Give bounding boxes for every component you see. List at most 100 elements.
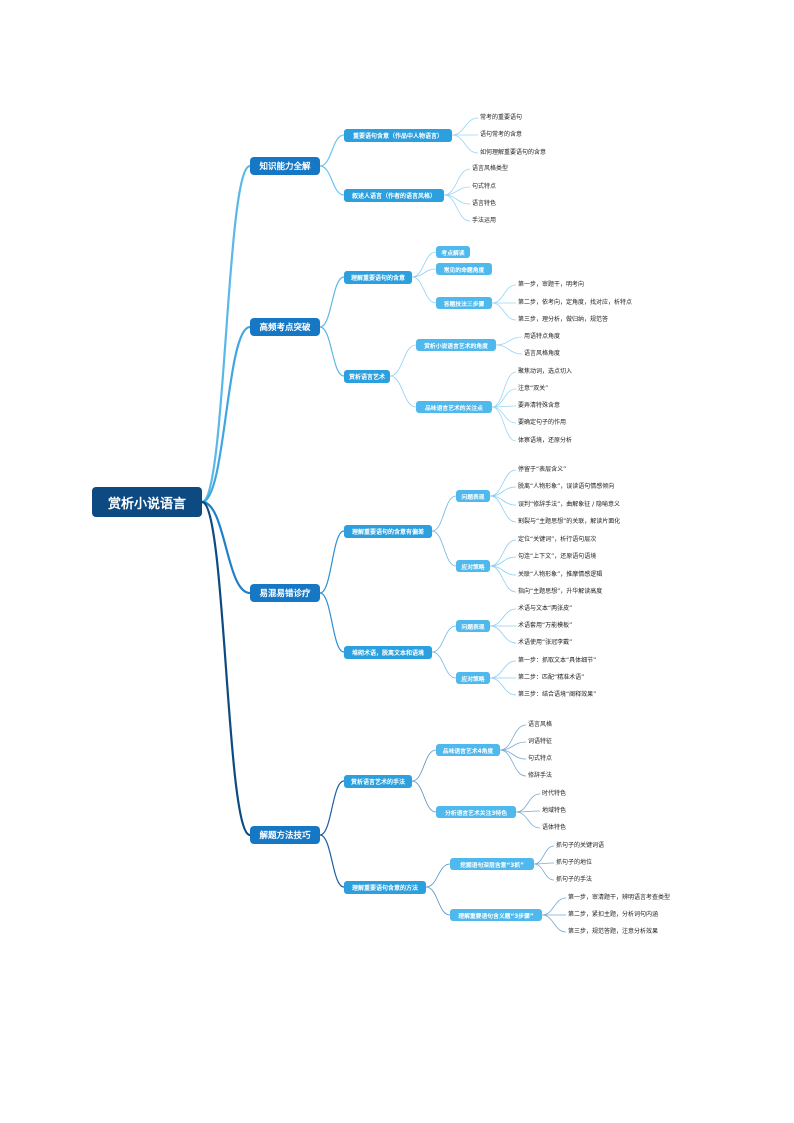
- connector-line: [431, 625, 457, 653]
- item-question-angles[interactable]: 常见的命题角度: [436, 263, 492, 275]
- connector-line: [425, 863, 451, 888]
- connector-line: [489, 565, 517, 593]
- leaf: 术语使用“张冠李戴”: [518, 639, 573, 646]
- leaf: 时代特色: [542, 790, 567, 797]
- item-three-grasps[interactable]: 挖掘语句深层含意“3抓”: [450, 858, 534, 870]
- leaf: 第二步，依考向，定角度，找对应，析特点: [518, 299, 633, 306]
- connector-line: [201, 500, 251, 595]
- connector-line: [533, 845, 555, 865]
- leaf: 抓句子的手法: [556, 876, 593, 883]
- item-exam-analysis[interactable]: 考点解读: [436, 246, 470, 258]
- leaf: 第三步：结合语境“阐释效果”: [518, 691, 597, 698]
- branch-common-errors[interactable]: 易混易错诊疗: [250, 584, 320, 602]
- leaf: 句式特点: [528, 755, 553, 762]
- item-strategy-2[interactable]: 应对策略: [456, 672, 490, 684]
- item-art-angles[interactable]: 赏析小说语言艺术的角度: [416, 339, 496, 351]
- leaf: 脱离“人物形象”，误读语句情感倾向: [518, 483, 615, 490]
- leaf: 修辞手法: [528, 772, 553, 779]
- branch-solving-methods[interactable]: 解题方法技巧: [250, 826, 320, 844]
- leaf: 术语与文本“两张皮”: [518, 605, 573, 612]
- connector-line: [431, 651, 457, 679]
- connector-line: [443, 194, 471, 222]
- leaf: 第三步，规范答题，注意分析效果: [568, 928, 659, 935]
- leaf: 第一步，审题干，明考向: [518, 281, 585, 288]
- item-three-steps-b[interactable]: 理解重要语句含义题“3步骤”: [450, 909, 542, 921]
- connector-line: [431, 530, 457, 567]
- connector-line: [491, 406, 517, 424]
- connector-line: [515, 793, 541, 813]
- connector-line: [443, 168, 471, 196]
- leaf: 语体特色: [542, 824, 567, 831]
- connector-line: [411, 780, 437, 813]
- connector-line: [489, 486, 517, 497]
- sub-key-sentences[interactable]: 重要语句含意（作品中人物语言）: [344, 129, 452, 142]
- connector-line: [319, 276, 345, 328]
- item-three-steps[interactable]: 答题技法三步骤: [436, 297, 492, 309]
- leaf: 勾连“上下文”，还原语句语境: [518, 553, 597, 560]
- connector-line: [319, 834, 345, 888]
- connector-line: [499, 724, 527, 751]
- sub-art-techniques[interactable]: 赏析语言艺术的手法: [344, 775, 412, 788]
- connector-line: [489, 677, 517, 696]
- connector-line: [491, 388, 517, 408]
- leaf: 如何理解重要语句的含意: [480, 149, 547, 156]
- connector-line: [201, 325, 251, 504]
- leaf: 抓句子的关键词语: [556, 842, 605, 849]
- leaf: 注意“双关”: [518, 385, 549, 392]
- sub-term-stacking[interactable]: 堆砌术语，脱离文本和语境: [344, 646, 432, 659]
- sub-narrator-language[interactable]: 叙述人语言（作者的语言风格）: [344, 189, 444, 202]
- item-strategy-1[interactable]: 应对策略: [456, 560, 490, 572]
- connector-line: [201, 164, 251, 504]
- sub-meaning-deviation[interactable]: 理解重要语句的含意有偏差: [344, 525, 432, 538]
- connector-line: [451, 117, 479, 136]
- item-problem-2[interactable]: 问题表现: [456, 620, 490, 632]
- connector-line: [389, 375, 417, 408]
- connector-line: [489, 495, 517, 523]
- connector-line: [495, 336, 523, 346]
- connector-line: [319, 780, 345, 836]
- connector-line: [491, 302, 517, 321]
- connector-line: [201, 500, 251, 837]
- connector-line: [541, 897, 567, 916]
- leaf: 句式特点: [472, 183, 497, 190]
- connector-line: [411, 276, 437, 304]
- connector-line: [319, 134, 345, 167]
- branch-frequent-points[interactable]: 高频考点突破: [250, 318, 320, 336]
- sub-meaning-methods[interactable]: 理解重要语句含意的方法: [344, 881, 426, 894]
- leaf: 词语特征: [528, 738, 553, 745]
- item-problem-1[interactable]: 问题表现: [456, 490, 490, 502]
- leaf: 用语特点角度: [524, 333, 561, 340]
- connector-line: [319, 326, 345, 377]
- connector-line: [489, 608, 517, 627]
- leaf: 第一步：抓取文本“具体细节”: [518, 657, 597, 664]
- root-node[interactable]: 赏析小说语言: [92, 487, 202, 517]
- leaf: 指向“主题思想”，升华解读高度: [518, 588, 603, 595]
- item-four-angles[interactable]: 品味语言艺术4角度: [436, 744, 500, 756]
- leaf: 语言特色: [472, 200, 497, 207]
- connector-line: [491, 406, 517, 442]
- leaf: 常考的重要语句: [480, 114, 523, 121]
- connector-line: [489, 625, 517, 644]
- connector-line: [431, 495, 457, 532]
- connector-line: [451, 134, 479, 154]
- leaf: 聚焦动词，选点切入: [518, 368, 573, 375]
- leaf: 语句常考的含意: [480, 131, 523, 138]
- connector-line: [499, 741, 527, 751]
- connector-line: [515, 811, 541, 829]
- leaf: 语言风格类型: [472, 165, 509, 172]
- item-art-focus[interactable]: 品味语言艺术的关注点: [416, 401, 492, 413]
- connector-line: [443, 186, 471, 196]
- leaf: 语言风格角度: [524, 350, 561, 357]
- sub-understand-meaning[interactable]: 理解重要语句的含意: [344, 271, 412, 284]
- leaf: 要弄清特殊含意: [518, 402, 561, 409]
- leaf: 语言风格: [528, 721, 553, 728]
- leaf: 误判“修辞手法”，曲解象征 / 隐喻意义: [518, 501, 621, 508]
- item-three-features[interactable]: 分析语言艺术关注3特色: [436, 806, 516, 818]
- leaf: 术语套用“万能模板”: [518, 622, 573, 629]
- connector-line: [319, 530, 345, 594]
- sub-language-art[interactable]: 赏析语言艺术: [344, 370, 390, 383]
- connector-line: [411, 251, 437, 278]
- connector-line: [541, 914, 567, 933]
- branch-knowledge[interactable]: 知识能力全解: [250, 157, 320, 175]
